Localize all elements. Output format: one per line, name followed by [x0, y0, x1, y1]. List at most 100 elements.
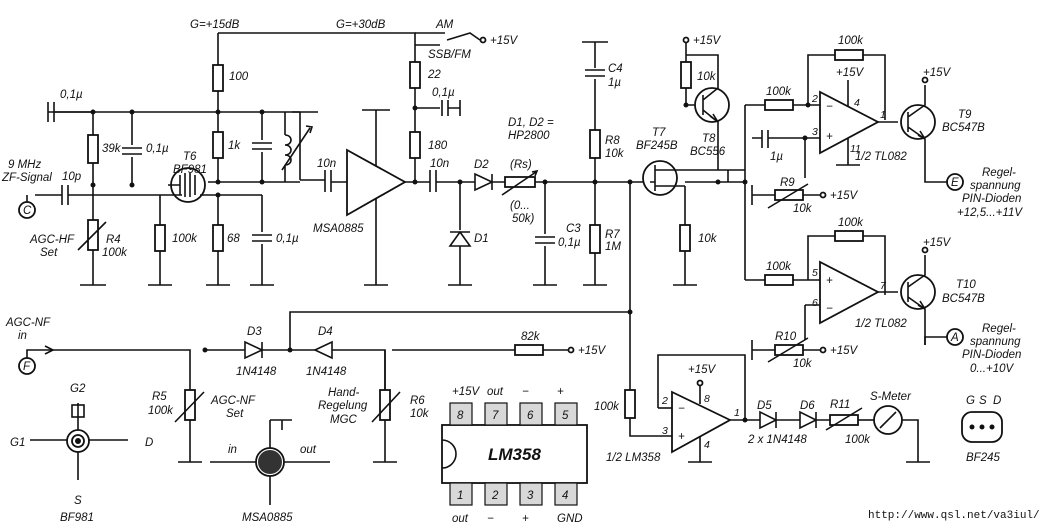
lm358-bottom-pin-label: − — [487, 513, 494, 525]
r4-val: 100k — [102, 247, 128, 259]
supply-label-lm358: +15V — [688, 364, 717, 376]
output-a-l3: PIN-Dioden — [962, 349, 1021, 361]
t9-transistor — [900, 104, 936, 140]
supply-label-t9: +15V — [923, 67, 952, 79]
r11-ref: R11 — [830, 399, 850, 411]
op1-pin4: 4 — [854, 97, 860, 109]
lm358-top-pin-number: 8 — [457, 410, 464, 422]
d5d6-type: 2 x 1N4148 — [747, 434, 807, 446]
cap-rail-label: 0,1µ — [432, 87, 455, 99]
lm358-type: 1/2 LM358 — [606, 452, 661, 464]
lm358-bottom-pin-number: 1 — [457, 490, 463, 502]
msa-out-cap-label: 10n — [430, 158, 449, 170]
op2-pin5: 5 — [812, 267, 818, 279]
lm358-bottom-pin-1 — [449, 482, 473, 506]
resistor-82k — [514, 344, 544, 356]
cap-source-label: 0,1µ — [276, 233, 299, 245]
supply-label-r9: +15V — [830, 190, 859, 202]
supply-label-t10: +15V — [923, 237, 952, 249]
lm358-top-pin-6 — [519, 402, 543, 426]
lm358-top-pin-label: out — [487, 386, 504, 398]
bf981-d: D — [145, 437, 153, 449]
output-a-node — [946, 328, 964, 346]
output-e-l4: +12,5...+11V — [957, 207, 1023, 219]
r4-ref: R4 — [106, 234, 121, 246]
resistor-68-label: 68 — [227, 233, 240, 245]
bf245-s: S — [979, 395, 987, 407]
t8-ref: T8 — [702, 133, 716, 145]
source-url: http://www.qsl.net/va3iul/ — [868, 510, 1039, 522]
t6-type: BF981 — [173, 164, 207, 176]
op2-pin7: 7 — [880, 280, 887, 292]
resistor-100k-op2-label: 100k — [766, 261, 792, 273]
resistor-10k-t8-label: 10k — [697, 71, 717, 83]
d6-ref: D6 — [800, 400, 815, 412]
resistor-68 — [212, 224, 224, 252]
resistor-82k-label: 82k — [521, 331, 541, 343]
resistor-10k-t7 — [679, 224, 691, 252]
lm358-bottom-pin-label: out — [452, 513, 469, 525]
lm358-bottom-pin-2 — [484, 482, 508, 506]
d2-ref: D2 — [474, 159, 489, 171]
lm358-pin1: 1 — [734, 407, 740, 419]
supply-label-82k: +15V — [578, 345, 607, 357]
d1-ref: D1 — [474, 233, 489, 245]
bf245-d: D — [993, 395, 1001, 407]
op1-pin11: 11 — [850, 143, 861, 155]
supply-terminal — [479, 36, 487, 44]
r6-ref: R6 — [410, 395, 425, 407]
resistor-10k-t7-label: 10k — [698, 233, 718, 245]
d3-ref: D3 — [247, 326, 262, 338]
r9-ref: R9 — [780, 177, 795, 189]
r8-resistor — [589, 129, 601, 159]
resistor-1k — [212, 131, 224, 159]
hand-label-2: Regelung — [318, 400, 368, 412]
diode-pair-label: D1, D2 = — [508, 117, 554, 129]
input-name: ZF-Signal — [1, 172, 52, 184]
input-node-label: C — [23, 205, 32, 217]
cap-gate2-label: 0,1µ — [146, 143, 169, 155]
msa-pin-in: in — [228, 444, 237, 456]
op2-tl082 — [819, 260, 880, 325]
lm358-opamp — [671, 390, 732, 454]
lm358-pin2: 2 — [661, 395, 668, 407]
c4-val: 1µ — [608, 77, 621, 89]
r10-val: 10k — [793, 358, 813, 370]
lm358-bottom-pin-number: 3 — [527, 490, 534, 502]
output-a-l2: spannung — [970, 336, 1021, 348]
bf245-g: G — [966, 395, 975, 407]
lm358-bottom-pin-label: + — [522, 513, 529, 525]
t10-ref: T10 — [956, 279, 976, 291]
agc-nf-node-label: F — [23, 361, 31, 373]
resistor-100 — [212, 64, 224, 92]
gain-label-1: G=+15dB — [190, 19, 240, 31]
bf981-name: BF981 — [60, 512, 94, 524]
r7-val: 1M — [605, 241, 621, 253]
op1-pin1: 1 — [880, 109, 886, 121]
r5-val: 100k — [148, 405, 174, 417]
lm358-top-pin-label: − — [522, 386, 529, 398]
output-e-node — [946, 173, 964, 191]
output-a-l4: 0...+10V — [970, 363, 1014, 375]
lm358-minus: − — [678, 403, 685, 415]
resistor-180 — [409, 131, 421, 159]
msa-pin-out: out — [300, 444, 317, 456]
resistor-100k-source — [154, 224, 166, 252]
lm358-package — [441, 424, 588, 484]
supply-label-t8: +15V — [693, 35, 722, 47]
msa-pin-name: MSA0885 — [242, 512, 293, 524]
op2-type: 1/2 TL082 — [855, 318, 907, 330]
c4-ref: C4 — [608, 63, 623, 75]
input-freq: 9 MHz — [8, 159, 41, 171]
resistor-100k-fb2-label: 100k — [838, 217, 864, 229]
resistor-22 — [409, 61, 421, 89]
resistor-100-label: 100 — [229, 71, 249, 83]
input-cap-label: 10p — [62, 171, 82, 183]
msa-in-cap-label: 10n — [317, 158, 336, 170]
bf981-s: S — [74, 495, 82, 507]
lm358-bottom-pin-3 — [519, 482, 543, 506]
s-meter-label: S-Meter — [870, 391, 912, 403]
op2-minus: − — [826, 303, 833, 315]
resistor-100k-fb2 — [834, 230, 864, 242]
lm358-top-pin-label: + — [557, 386, 564, 398]
